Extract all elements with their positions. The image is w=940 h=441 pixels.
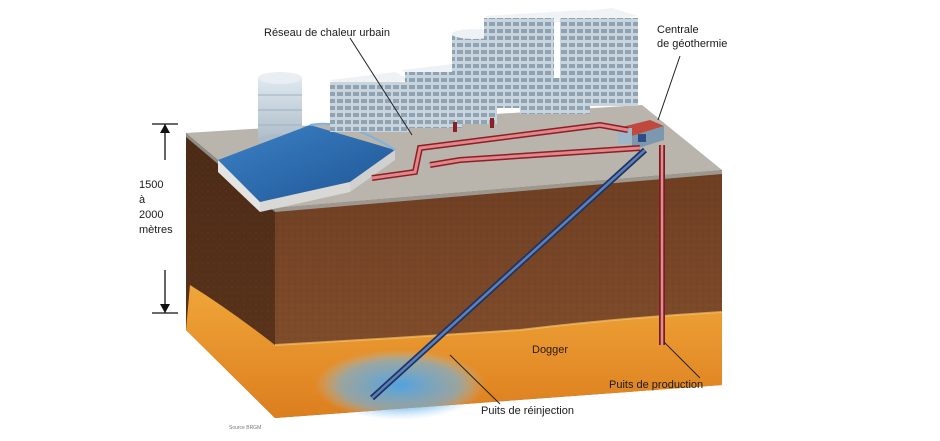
pointer-reinjection — [449, 354, 501, 405]
vertical-double-arrow-icon — [152, 123, 178, 314]
label-depth-a: à — [139, 194, 146, 206]
label-depth-metres: mètres — [139, 224, 173, 236]
label-puits-production: Puits de production — [609, 379, 704, 391]
reinjection-well — [369, 147, 648, 401]
large-office-complex — [484, 8, 638, 114]
cylinder-building — [258, 72, 302, 146]
label-puits-reinjection: Puits de réinjection — [481, 405, 574, 417]
geothermal-plant — [618, 120, 664, 150]
pointer-production — [663, 341, 701, 379]
label-depth: 1500 à 2000 mètres — [139, 178, 187, 238]
label-depth-1500: 1500 — [139, 179, 164, 191]
office-block-1 — [330, 72, 410, 132]
pointer-reseau — [349, 37, 413, 136]
label-depth-2000: 2000 — [139, 209, 164, 221]
cold-water-plume — [315, 350, 485, 420]
label-centrale-line1: Centrale — [657, 24, 699, 36]
label-source: Source BRGM — [229, 425, 262, 431]
label-dogger: Dogger — [532, 344, 569, 356]
label-reseau-chaleur: Réseau de chaleur urbain — [264, 27, 390, 39]
pointer-centrale — [657, 55, 681, 121]
blue-roof-hall — [218, 122, 396, 212]
district-heating-loop — [371, 118, 641, 181]
label-centrale-line2: de géothermie — [657, 38, 728, 50]
